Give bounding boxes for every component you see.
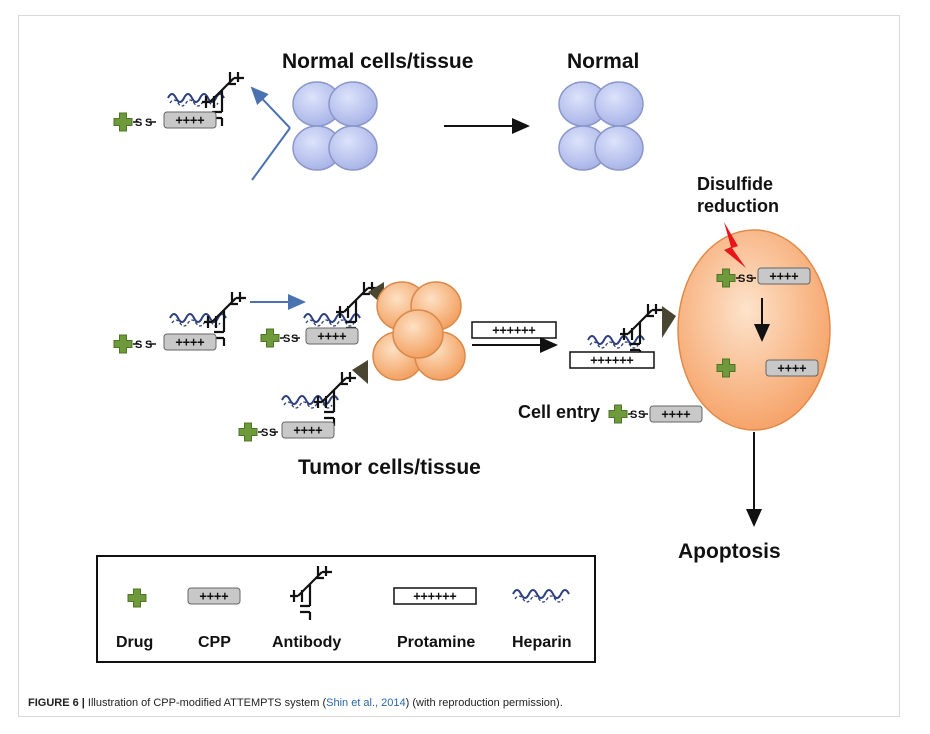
legend-protamine-icon	[393, 587, 477, 605]
cpp-charge-label: ++++	[200, 589, 229, 603]
normal-conjugate	[113, 70, 246, 132]
cpp-charge-label: ++++	[176, 113, 205, 127]
protamine-charge-label: ++++++	[492, 323, 535, 337]
antigen-large	[662, 306, 676, 338]
tumor-cell-large	[677, 229, 831, 431]
sulfur-label: S	[135, 117, 142, 129]
figure-caption: FIGURE 6 | Illustration of CPP-modified …	[28, 697, 563, 709]
protamine-charge-label: ++++++	[413, 589, 456, 603]
tumor-tissue-label: Tumor cells/tissue	[298, 456, 481, 479]
sulfur-label: S	[738, 273, 745, 285]
sulfur-label: S	[145, 339, 152, 351]
sulfur-label: S	[630, 409, 637, 421]
caption-text-after: ) (with reproduction permission).	[405, 697, 563, 709]
protamine-charge-label: ++++++	[590, 353, 633, 367]
legend-label-antibody: Antibody	[272, 634, 342, 651]
sulfur-label: S	[261, 427, 268, 439]
normal-label: Normal	[567, 50, 640, 73]
heparin-released-conjugate	[569, 302, 664, 369]
figure-number: FIGURE 6 |	[28, 697, 85, 709]
legend-label-protamine: Protamine	[397, 634, 476, 651]
legend-label-cpp: CPP	[198, 634, 231, 651]
caption-citation-link[interactable]: Shin et al., 2014	[326, 697, 406, 709]
sulfur-label: S	[746, 273, 753, 285]
reduction-label: reduction	[697, 196, 780, 216]
sulfur-label: S	[269, 427, 276, 439]
sulfur-label: S	[145, 117, 152, 129]
sulfur-label: S	[638, 409, 645, 421]
caption-text-before: Illustration of CPP-modified ATTEMPTS sy…	[84, 697, 327, 709]
protamine-bar-icon	[471, 321, 557, 339]
cpp-charge-label: ++++	[176, 335, 205, 349]
bound-conjugate-upper	[260, 280, 380, 348]
sulfur-label: S	[283, 333, 290, 345]
cpp-charge-label: ++++	[770, 269, 799, 283]
sulfur-label: S	[135, 339, 142, 351]
normal-tissue-label: Normal cells/tissue	[282, 50, 474, 73]
cell-entry-conjugate	[608, 404, 703, 424]
normal-result-cells	[558, 81, 644, 171]
apoptosis-label: Apoptosis	[678, 540, 781, 563]
incoming-line	[251, 127, 291, 181]
tumor-conjugate-left	[113, 290, 248, 354]
legend-label-heparin: Heparin	[512, 634, 572, 651]
drug-cross-icon	[113, 112, 133, 132]
bounce-arrow	[250, 86, 291, 129]
cpp-charge-label: ++++	[778, 361, 807, 375]
cpp-charge-label: ++++	[294, 423, 323, 437]
tumor-cells-cluster	[372, 281, 466, 381]
cell-entry-label: Cell entry	[518, 402, 601, 422]
normal-cells-cluster	[292, 81, 378, 171]
legend-label-drug: Drug	[116, 634, 154, 651]
bound-conjugate-lower	[238, 370, 358, 442]
lightning-icon	[724, 222, 746, 268]
legend-box	[96, 555, 596, 663]
disulfide-label: Disulfide	[697, 174, 774, 194]
sulfur-label: S	[291, 333, 298, 345]
cpp-charge-label: ++++	[662, 407, 691, 421]
antigen-lower	[352, 360, 368, 384]
charge-labels: ++++ ++++ ++++ ++++ ++++ ++++ ++++ ++++ …	[176, 113, 807, 603]
cpp-charge-label: ++++	[318, 329, 347, 343]
